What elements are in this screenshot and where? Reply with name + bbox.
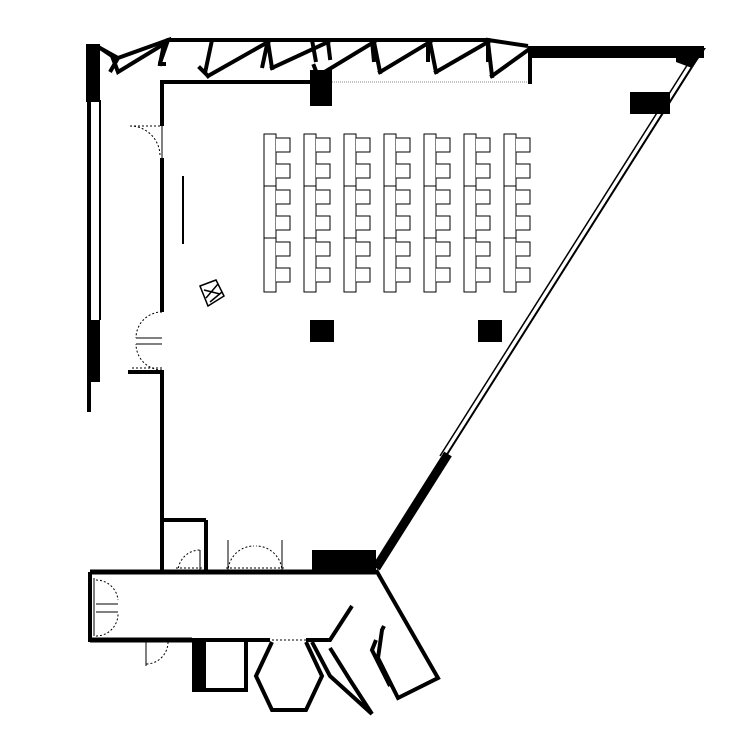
chair-icon bbox=[436, 189, 451, 205]
chair-icon bbox=[276, 215, 291, 231]
west-exterior-wall bbox=[86, 44, 101, 412]
door-swing-icon bbox=[132, 311, 163, 371]
table-icon bbox=[303, 237, 317, 293]
chair-icon bbox=[356, 267, 371, 283]
east-glazed-wall bbox=[372, 47, 705, 571]
chair-icon bbox=[396, 163, 411, 179]
chair-icon bbox=[516, 137, 531, 153]
chair-icon bbox=[316, 163, 331, 179]
vestibule-wall bbox=[206, 638, 248, 692]
chair-icon bbox=[396, 137, 411, 153]
south-hall-wall bbox=[90, 518, 376, 575]
table-icon bbox=[423, 237, 437, 293]
chair-icon bbox=[476, 163, 491, 179]
main-hall-walls bbox=[128, 80, 528, 570]
chair-icon bbox=[316, 241, 331, 257]
door-swing-icon bbox=[144, 641, 170, 666]
table-icon bbox=[383, 237, 397, 293]
chair-icon bbox=[356, 137, 371, 153]
interior-columns bbox=[310, 320, 502, 342]
north-east-corner bbox=[310, 46, 706, 114]
chair-icon bbox=[356, 163, 371, 179]
east-wing-divider bbox=[369, 639, 392, 687]
chair-icon bbox=[276, 267, 291, 283]
chair-icon bbox=[276, 189, 291, 205]
west-wall-pier-mid bbox=[88, 320, 100, 382]
chair-icon bbox=[276, 163, 291, 179]
table-icon bbox=[463, 185, 477, 239]
chair-icon bbox=[476, 189, 491, 205]
classroom-seating bbox=[263, 133, 531, 293]
table-icon bbox=[263, 185, 277, 239]
chair-icon bbox=[516, 163, 531, 179]
chair-icon bbox=[396, 215, 411, 231]
table-icon bbox=[263, 133, 277, 187]
table-icon bbox=[503, 133, 517, 187]
table-icon bbox=[343, 133, 357, 187]
chair-icon bbox=[396, 267, 411, 283]
east-glazing-inner bbox=[439, 47, 699, 457]
east-wing-corner bbox=[369, 568, 377, 574]
chair-icon bbox=[476, 137, 491, 153]
chair-icon bbox=[316, 267, 331, 283]
chair-icon bbox=[436, 163, 451, 179]
chair-icon bbox=[316, 189, 331, 205]
south-corridor bbox=[88, 568, 441, 716]
doors bbox=[129, 125, 284, 573]
lectern-icon bbox=[199, 279, 225, 308]
table-icon bbox=[503, 185, 517, 239]
table-icon bbox=[303, 185, 317, 239]
table-icon bbox=[383, 185, 397, 239]
door-swing-icon bbox=[129, 125, 163, 158]
chair-icon bbox=[516, 215, 531, 231]
chair-icon bbox=[436, 215, 451, 231]
table-icon bbox=[423, 185, 437, 239]
chair-icon bbox=[316, 137, 331, 153]
chair-icon bbox=[476, 215, 491, 231]
chair-icon bbox=[316, 215, 331, 231]
east-wing-wall-b bbox=[310, 641, 374, 716]
table-icon bbox=[463, 133, 477, 187]
table-icon bbox=[383, 133, 397, 187]
chair-icon bbox=[276, 241, 291, 257]
ne-wall-top bbox=[528, 46, 704, 58]
column-icon bbox=[478, 320, 502, 342]
door-swing-icon bbox=[93, 578, 119, 637]
chair-icon bbox=[356, 215, 371, 231]
chair-icon bbox=[476, 241, 491, 257]
chair-icon bbox=[436, 241, 451, 257]
chair-icon bbox=[476, 267, 491, 283]
chair-icon bbox=[516, 267, 531, 283]
table-icon bbox=[303, 133, 317, 187]
chair-icon bbox=[516, 189, 531, 205]
table-icon bbox=[343, 237, 357, 293]
chair-icon bbox=[516, 241, 531, 257]
table-icon bbox=[423, 133, 437, 187]
chair-icon bbox=[356, 241, 371, 257]
chair-icon bbox=[436, 137, 451, 153]
east-solid-wall bbox=[372, 451, 452, 571]
nw-column bbox=[310, 70, 332, 106]
chair-icon bbox=[356, 189, 371, 205]
table-icon bbox=[263, 237, 277, 293]
table-icon bbox=[343, 185, 357, 239]
chair-icon bbox=[436, 267, 451, 283]
chair-icon bbox=[396, 189, 411, 205]
chair-icon bbox=[276, 137, 291, 153]
door-swing-icon bbox=[226, 540, 284, 573]
column-icon bbox=[310, 320, 334, 342]
east-wing-wall-a bbox=[306, 604, 354, 642]
table-icon bbox=[463, 237, 477, 293]
hexagon-room bbox=[253, 641, 325, 712]
door-swing-icon bbox=[176, 549, 204, 573]
east-wing-inner bbox=[328, 646, 374, 716]
vestibule-pier bbox=[192, 638, 206, 692]
east-glazing-frame bbox=[445, 65, 693, 457]
table-icon bbox=[503, 237, 517, 293]
south-wall-block bbox=[312, 550, 376, 572]
chair-icon bbox=[396, 241, 411, 257]
